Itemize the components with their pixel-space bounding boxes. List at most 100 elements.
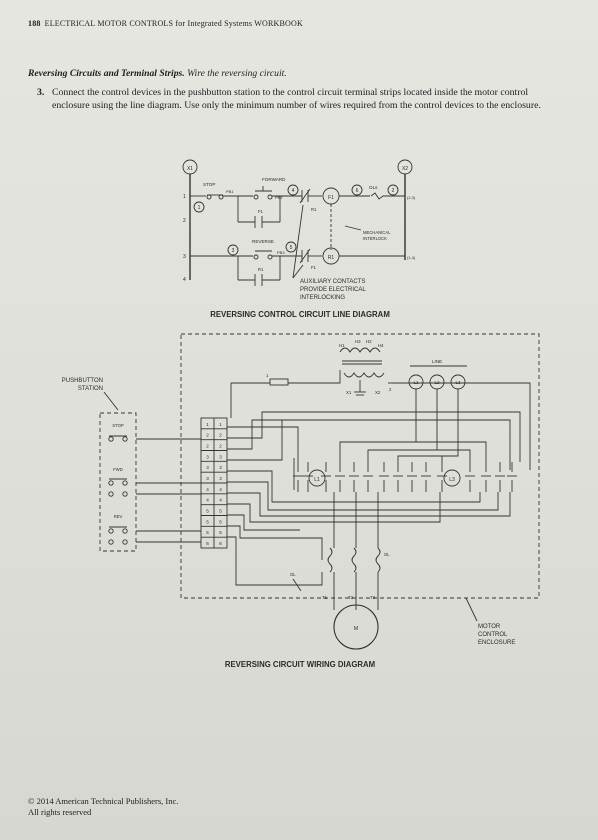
pb1-label: PB1 — [226, 189, 234, 194]
stop-contact — [218, 194, 224, 200]
ol-slash — [292, 578, 302, 592]
reverse-coil-label: R1 — [328, 255, 335, 261]
reverse-contactor-label: L3 — [449, 477, 455, 483]
rev-terminal — [122, 539, 128, 545]
motor-label: M — [354, 626, 358, 632]
aux-leader — [292, 204, 304, 279]
section-heading: Reversing Circuits and Terminal Strips. … — [28, 68, 287, 79]
stop-button-label: STOP — [112, 423, 124, 428]
h2-label: H2 — [366, 339, 372, 344]
fwd-terminal — [108, 480, 114, 486]
section-subtitle: Wire the reversing circuit. — [187, 68, 287, 79]
node-label: 5 — [290, 245, 293, 251]
rev-contact — [267, 254, 273, 260]
wire — [227, 492, 441, 523]
interlock-leader — [344, 225, 362, 231]
node-circle — [285, 241, 297, 253]
rev-button-label: REV — [114, 514, 123, 519]
ol-contact — [370, 192, 405, 200]
t1-label: T1 — [322, 595, 328, 600]
h4-label: H4 — [378, 343, 384, 348]
wire — [306, 572, 323, 586]
fwd-button-label: FWD — [113, 467, 123, 472]
rung-number: 4 — [183, 277, 186, 283]
wire — [397, 389, 459, 462]
reverse-label: REVERSE — [252, 239, 274, 244]
question-number: 3. — [37, 87, 45, 98]
terminal-number: 2 — [219, 433, 222, 438]
transformer-primary — [339, 347, 381, 353]
rev-contact — [253, 254, 259, 260]
aux-contacts-label: PROVIDE ELECTRICAL — [300, 287, 366, 293]
contact-array — [293, 462, 517, 492]
rung-number: 3 — [183, 254, 186, 260]
node-label: 1 — [198, 205, 201, 211]
wire — [441, 455, 458, 462]
station-leader — [103, 391, 119, 411]
ref-label: (2,3) — [407, 195, 416, 200]
node-2-label: 2 — [389, 387, 392, 392]
node-circle — [351, 184, 363, 196]
terminal-number: 2 — [206, 443, 209, 448]
ol-heater — [327, 547, 333, 573]
t2-label: T2 — [348, 595, 354, 600]
ol-contact-label: OL — [290, 572, 296, 577]
terminal-number: 1 — [206, 422, 209, 427]
aux-contacts-label: INTERLOCKING — [300, 295, 345, 301]
l3-label: L3 — [455, 380, 461, 385]
terminal-number: 4 — [219, 487, 222, 492]
mech-interlock-label: MECHANICAL — [363, 230, 391, 235]
stop-terminal — [122, 436, 128, 442]
line-diagram: X1 X2 1 2 3 4 STOP PB1 FORWARD PB2 4 — [182, 159, 416, 319]
reverse-contactor-coil — [443, 469, 461, 487]
terminal-number: 3 — [206, 454, 209, 459]
wire — [227, 525, 323, 560]
wire — [339, 389, 417, 462]
terminal-number: 3 — [219, 476, 222, 481]
x2-label: X2 — [402, 166, 408, 172]
pb2-label: PB2 — [275, 195, 283, 200]
wiring-diagram-caption: REVERSING CIRCUIT WIRING DIAGRAM — [225, 660, 375, 669]
node-circle — [227, 244, 239, 256]
question-text: Connect the control devices in the pushb… — [52, 87, 541, 111]
terminal-number: 5 — [219, 508, 222, 513]
rung-number: 2 — [183, 218, 186, 224]
section-title: Reversing Circuits and Terminal Strips. — [28, 68, 185, 79]
x1-label: X1 — [187, 166, 193, 172]
r1-contact-label: R1 — [311, 207, 317, 212]
line-diagram-caption: REVERSING CONTROL CIRCUIT LINE DIAGRAM — [210, 310, 390, 319]
rev-terminal — [122, 528, 128, 534]
pushbutton-station-label: STATION — [78, 386, 103, 392]
pb3-label: PB3 — [277, 250, 285, 255]
node-label: 6 — [356, 188, 359, 194]
terminal-number: 5 — [206, 530, 209, 535]
nc-slash — [299, 188, 311, 204]
terminal-number: 1 — [219, 422, 222, 427]
ol-label: OL — [384, 552, 390, 557]
terminal-number: 5 — [206, 519, 209, 524]
f1-contact-label: F1 — [258, 209, 264, 214]
fwd-terminal — [108, 491, 114, 497]
h3-label: H3 — [355, 339, 361, 344]
wiring-diagram: PUSHBUTTON STATION STOP FWD REV — [62, 333, 540, 669]
l2-label: L2 — [434, 380, 440, 385]
rights: All rights reserved — [28, 807, 92, 817]
terminal-number: 4 — [219, 498, 222, 503]
wire — [227, 481, 499, 511]
terminal-number: 2 — [206, 433, 209, 438]
t3-label: T3 — [370, 595, 376, 600]
rev-terminal — [108, 528, 114, 534]
copyright: © 2014 American Technical Publishers, In… — [28, 796, 179, 806]
l1-label: L1 — [413, 380, 419, 385]
node-circle — [287, 184, 299, 196]
forward-contactor: L1 — [293, 458, 326, 490]
stop-label: STOP — [203, 182, 215, 187]
wire-harness — [136, 382, 531, 586]
transformer-secondary — [343, 372, 385, 378]
wire — [227, 420, 283, 461]
aux-contacts-label: AUXILIARY CONTACTS — [300, 279, 365, 285]
motor — [333, 604, 379, 650]
forward-contactor-coil — [308, 469, 326, 487]
